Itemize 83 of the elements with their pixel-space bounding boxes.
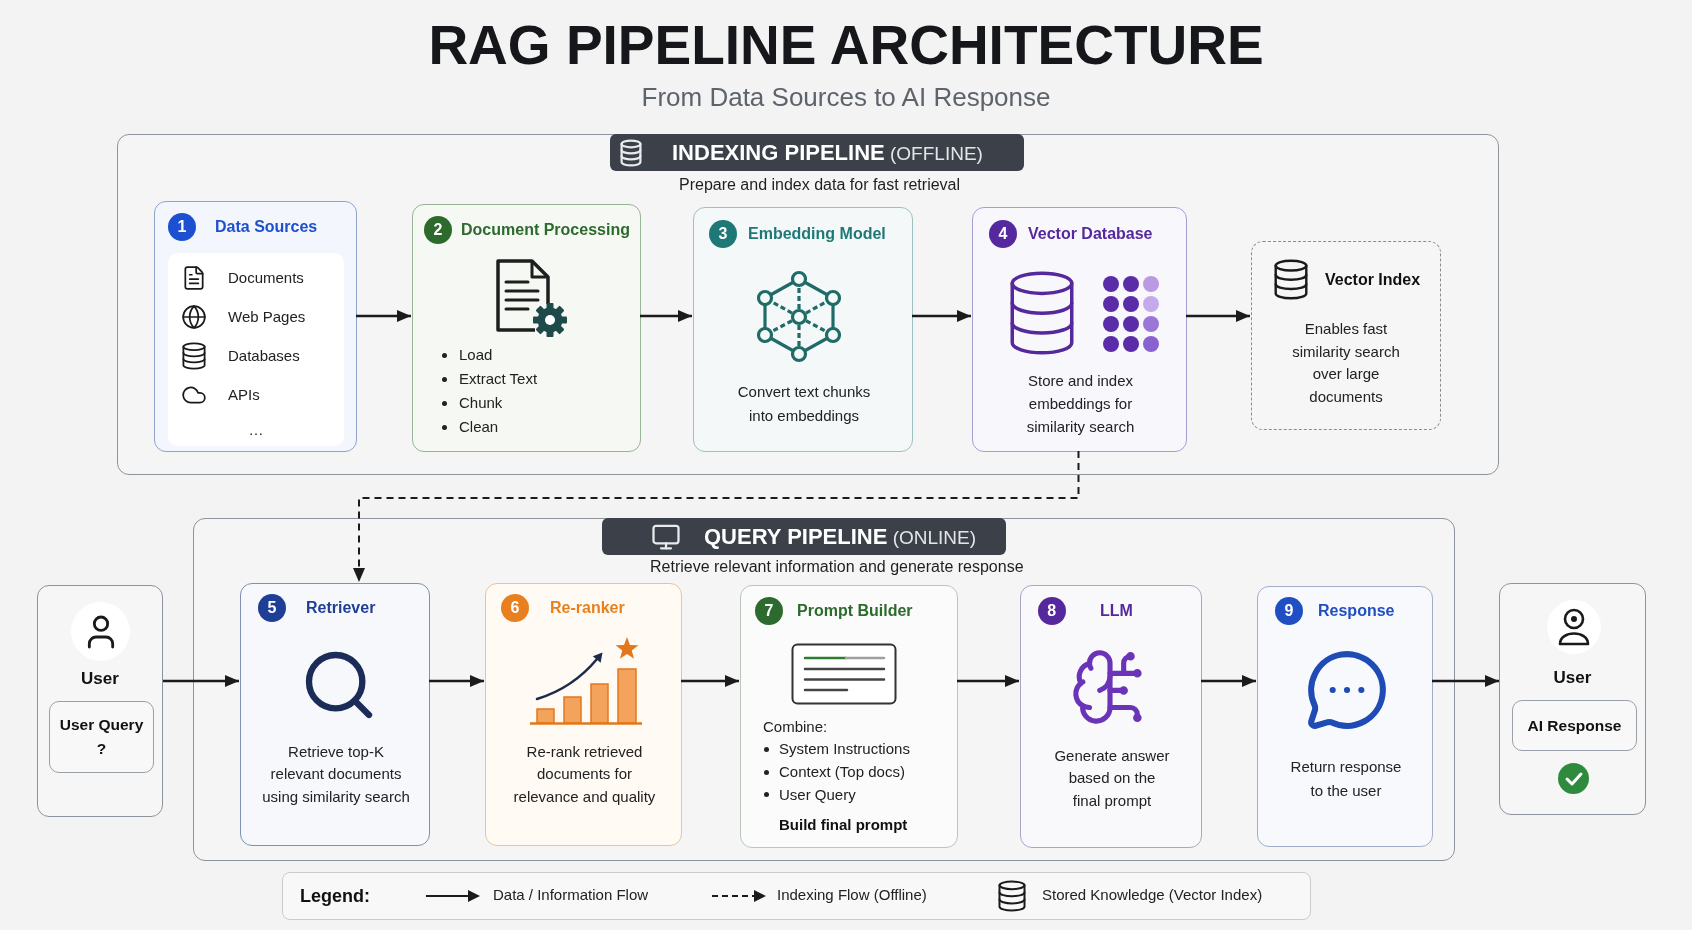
arrow (1432, 675, 1499, 687)
list-item: Context (Top docs) (779, 761, 905, 782)
step-number: 1 (168, 213, 196, 241)
list-item: Chunk (459, 393, 503, 413)
step-title: Response (1318, 600, 1395, 621)
list-item: Clean (459, 417, 499, 437)
step-title: Retriever (306, 598, 376, 618)
list-item: User Query (779, 784, 856, 805)
message-text: AI Response (1527, 715, 1622, 736)
step-card (485, 583, 682, 846)
message-text: ? (96, 739, 107, 759)
step-title: Document Processing (461, 220, 630, 240)
diagram-subtitle: From Data Sources to AI Response (641, 81, 1051, 113)
source-item: … (248, 420, 264, 440)
pipeline-panel (117, 134, 1499, 475)
step-card (693, 207, 913, 452)
user-label: User (1553, 667, 1592, 689)
source-item: Web Pages (228, 307, 306, 327)
arrow (1201, 675, 1256, 687)
step-title: Vector Database (1028, 224, 1153, 244)
step-number: 4 (989, 220, 1017, 248)
step-title: Data Sources (215, 217, 318, 237)
step-description: Retrieve top-K relevant documents using similarity search (261, 741, 411, 808)
step-card (154, 201, 357, 452)
step-description: Convert text chunks into embeddings (736, 382, 872, 426)
user-card (1499, 583, 1646, 815)
step-number: 9 (1275, 596, 1303, 625)
list-item: Extract Text (459, 369, 538, 389)
arrow (1186, 310, 1250, 322)
source-item: Documents (228, 268, 304, 288)
step-number: 8 (1037, 596, 1066, 625)
legend-title: Legend: (300, 885, 370, 908)
step-card (412, 204, 641, 452)
step-description: Re-rank retrieved documents for relevance and quality (512, 741, 657, 808)
arrow (957, 675, 1019, 687)
step-description: Return response to the user (1289, 757, 1403, 801)
message-box (1512, 700, 1637, 751)
card-title: Vector Index (1325, 270, 1421, 290)
step-card (1020, 585, 1202, 848)
step-number: 6 (501, 594, 529, 622)
arrow (640, 310, 692, 322)
user-card (37, 585, 163, 817)
source-item: APIs (228, 385, 260, 405)
legend-text: Indexing Flow (Offline) (777, 885, 927, 905)
step-title: LLM (1100, 600, 1133, 621)
message-text: User Query (59, 715, 144, 735)
card-description: Enables fast similarity search over large documents (1291, 319, 1401, 408)
step-card (972, 207, 1187, 452)
arrow (912, 310, 971, 322)
dashed-info-card (1251, 241, 1441, 430)
dashed-arrow (353, 450, 1080, 583)
legend-text: Stored Knowledge (Vector Index) (1042, 885, 1263, 905)
arrow (163, 675, 239, 687)
source-list-panel (168, 253, 344, 446)
step-number: 5 (258, 594, 286, 622)
section-title: INDEXING PIPELINE (OFFLINE) (672, 139, 983, 167)
step-description: Generate answer based on the final prompt (1053, 745, 1171, 812)
step-output: Build final prompt (779, 815, 908, 836)
step-title: Embedding Model (748, 224, 886, 244)
section-title: QUERY PIPELINE (ONLINE) (704, 523, 977, 551)
list-item: System Instructions (779, 739, 910, 760)
legend-text: Data / Information Flow (493, 885, 649, 905)
step-card (1257, 586, 1433, 847)
step-number: 7 (755, 596, 783, 625)
arrow (681, 675, 739, 687)
arrow (356, 310, 411, 322)
step-card (740, 585, 958, 848)
step-number: 2 (424, 216, 452, 244)
section-subtitle: Retrieve relevant information and generate response (650, 557, 1024, 577)
source-item: Databases (228, 346, 300, 366)
diagram-title: RAG PIPELINE ARCHITECTURE (428, 14, 1264, 76)
list-item: Load (459, 345, 493, 365)
step-description: Combine: (763, 716, 828, 737)
message-box (49, 701, 154, 773)
step-title: Prompt Builder (797, 600, 913, 621)
step-description: Store and index embeddings for similarity search (1025, 370, 1136, 437)
section-subtitle: Prepare and index data for fast retrieval (679, 175, 961, 195)
user-label: User (81, 668, 119, 690)
pipeline-panel (193, 518, 1455, 861)
step-card (240, 583, 430, 846)
arrow (429, 675, 484, 687)
step-title: Re-ranker (550, 598, 625, 618)
step-number: 3 (709, 220, 737, 248)
